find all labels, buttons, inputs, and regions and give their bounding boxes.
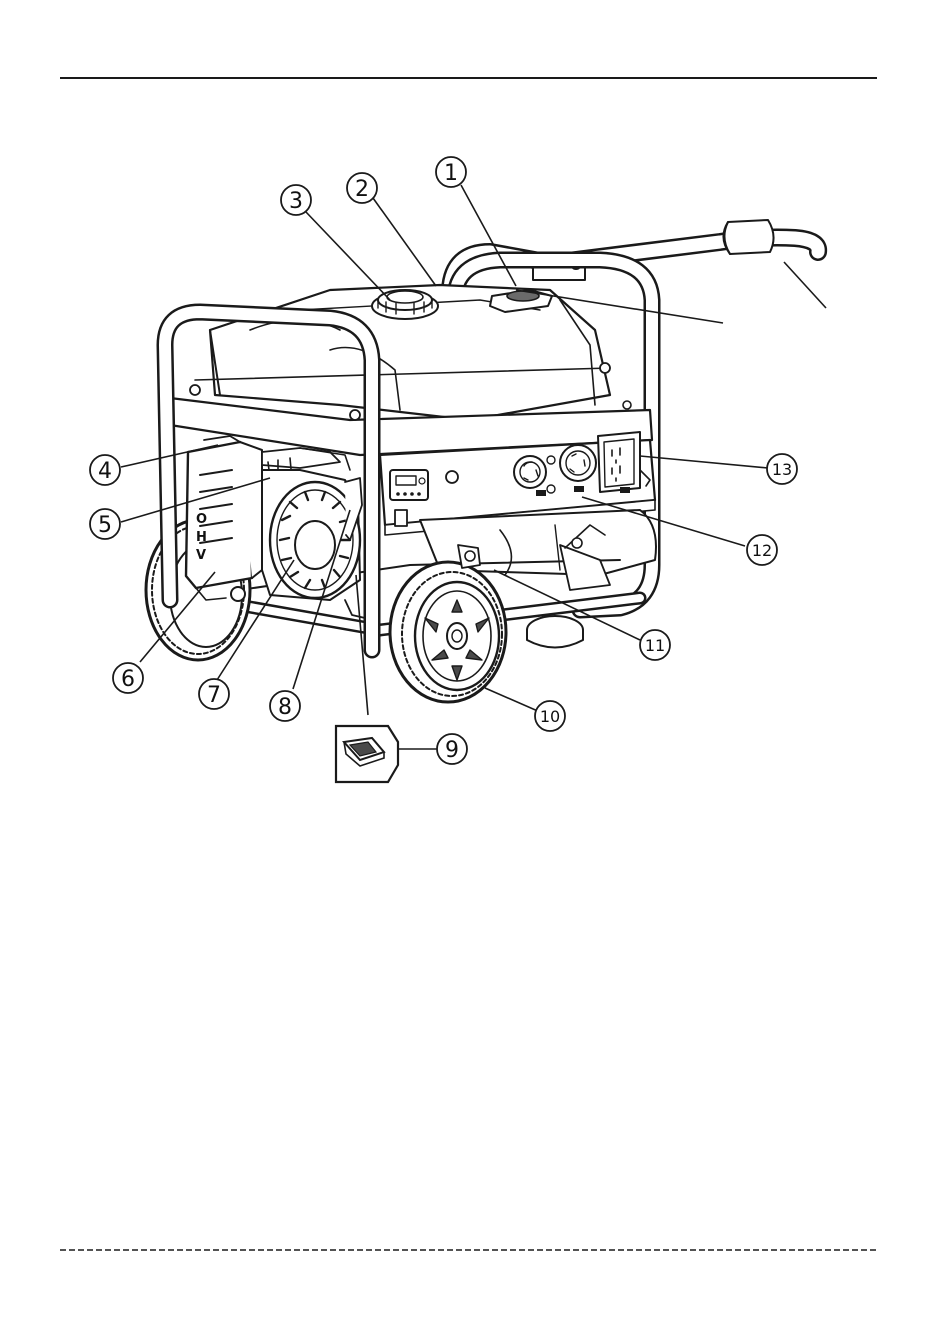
front-wheel xyxy=(390,562,506,702)
callout-2-label: 2 xyxy=(355,177,369,202)
callout-7: 7 xyxy=(199,679,229,709)
callout-11-label: 11 xyxy=(645,636,665,655)
callout-12: 12 xyxy=(747,535,777,565)
oil-fill xyxy=(458,545,480,568)
callout-3-label: 3 xyxy=(289,189,303,214)
callout-4: 4 xyxy=(90,455,120,485)
callout-8-label: 8 xyxy=(278,695,292,720)
callout-12-label: 12 xyxy=(752,541,772,560)
callout-2: 2 xyxy=(347,173,377,203)
callout-6-label: 6 xyxy=(121,667,135,692)
callout-9: 9 xyxy=(437,734,467,764)
ohv-letter-v: V xyxy=(196,548,206,563)
callout-10-label: 10 xyxy=(540,707,560,726)
fuel-tank xyxy=(210,285,610,420)
callout-9-label: 9 xyxy=(445,738,459,763)
engine xyxy=(262,470,365,618)
callout-13: 13 xyxy=(767,454,797,484)
callout-7-label: 7 xyxy=(207,683,221,708)
callout-5-label: 5 xyxy=(98,513,112,538)
hour-meter xyxy=(390,470,428,500)
callout-1: 1 xyxy=(436,157,466,187)
ohv-letter-o: O xyxy=(196,512,207,527)
callout-6: 6 xyxy=(113,663,143,693)
generator-illustration: O H V xyxy=(146,220,818,702)
fuel-cap xyxy=(372,290,438,319)
air-filter: O H V xyxy=(186,436,262,601)
callout-1-label: 1 xyxy=(444,161,458,186)
callout-8: 8 xyxy=(270,691,300,721)
callout-3: 3 xyxy=(281,185,311,215)
callout-4-label: 4 xyxy=(98,459,112,484)
callout-13-label: 13 xyxy=(772,460,792,479)
circuit-breaker xyxy=(395,510,407,526)
callout-11: 11 xyxy=(640,630,670,660)
callout-10: 10 xyxy=(535,701,565,731)
callout-5: 5 xyxy=(90,509,120,539)
ohv-letter-h: H xyxy=(196,530,207,545)
